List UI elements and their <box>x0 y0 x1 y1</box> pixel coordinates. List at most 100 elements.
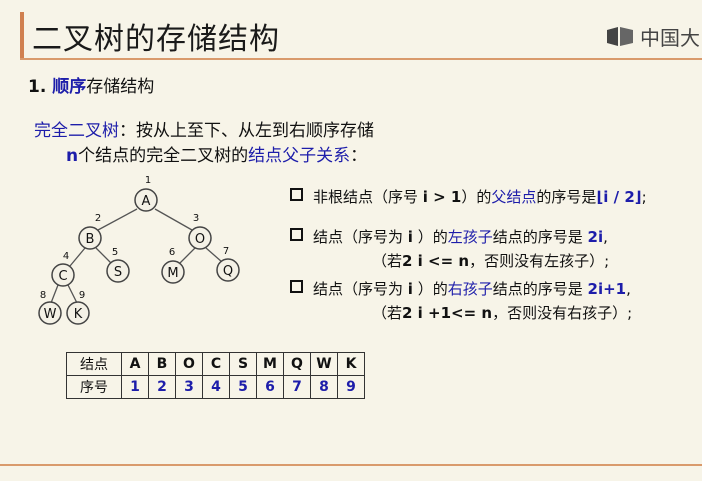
right-rule-condition: （若2 i +1<= n，否则没有右孩子）; <box>372 302 632 323</box>
intro-highlight: 完全二叉树 <box>34 121 119 141</box>
left-sub-cond: 2 i <= n <box>402 252 470 270</box>
table-cell: W <box>310 352 338 376</box>
tree-edge <box>97 208 138 231</box>
table-cell: Q <box>283 352 311 376</box>
tree-node-label: K <box>74 307 83 322</box>
right-rule-highlight: 右孩子 <box>447 280 493 298</box>
intro-line-1: 完全二叉树：按从上至下、从左到右顺序存储 <box>34 116 374 141</box>
tree-node: A 1 <box>134 175 158 212</box>
tree-node: M 6 <box>161 247 185 284</box>
table-cell: 5 <box>229 375 257 399</box>
table-cell: S <box>229 352 257 376</box>
parent-rule-prefix: 非根结点（序号 <box>313 188 423 206</box>
tree-edge <box>205 247 223 263</box>
parent-rule: 非根结点（序号 i > 1）的父结点的序号是⌊i / 2⌋; <box>290 186 647 207</box>
title-accent-bar <box>20 12 24 58</box>
bottom-divider <box>0 464 702 466</box>
tree-node-index: 6 <box>169 247 175 258</box>
right-sub-prefix: （若 <box>372 304 403 322</box>
table-row: 序号 1 2 3 4 5 6 7 8 9 <box>66 375 365 399</box>
table-cell: 8 <box>310 375 338 399</box>
tree-node-label: M <box>167 266 178 281</box>
right-rule-prefix: 结点（序号为 <box>313 280 408 298</box>
tree-node-index: 2 <box>95 213 101 224</box>
table-cell: 7 <box>283 375 311 399</box>
section-number: 1. <box>28 77 47 97</box>
tree-node-label: B <box>86 232 95 247</box>
tree-edge <box>95 247 112 264</box>
tree-edge <box>50 284 59 304</box>
tree-node-index: 3 <box>193 213 199 224</box>
left-rule-prefix: 结点（序号为 <box>313 228 408 246</box>
tree-node: K 9 <box>66 290 90 325</box>
intro-n: n <box>66 146 79 166</box>
parent-rule-suffix: 的序号是 <box>536 188 597 206</box>
right-rule-mid: ）的 <box>412 280 448 298</box>
table-cell: 9 <box>337 375 365 399</box>
left-rule-mid: ）的 <box>412 228 448 246</box>
table-cell: A <box>121 352 149 376</box>
table-cell: 6 <box>256 375 284 399</box>
left-rule-highlight: 左孩子 <box>447 228 493 246</box>
tree-edge <box>67 284 78 304</box>
left-sub-prefix: （若 <box>372 252 403 270</box>
table-row-header: 结点 <box>66 352 122 376</box>
brand-logo: 中国大 <box>606 22 700 51</box>
tree-node-index: 4 <box>63 251 69 262</box>
tree-node-index: 7 <box>223 246 229 257</box>
table-row-header: 序号 <box>66 375 122 399</box>
tree-node: W 8 <box>38 290 62 325</box>
intro-line-2-end: ： <box>350 146 368 166</box>
tree-edge <box>69 247 86 267</box>
section-heading: 1.顺序存储结构 <box>28 72 154 97</box>
parent-rule-formula: ⌊i / 2⌋ <box>596 188 642 206</box>
tree-node-index: 5 <box>112 247 118 258</box>
parent-rule-mid: ）的 <box>461 188 492 206</box>
title-area: 二叉树的存储结构 中国大 <box>0 0 702 60</box>
tree-node: Q 7 <box>216 246 240 282</box>
bullet-square-icon <box>290 280 303 293</box>
table-cell: M <box>256 352 284 376</box>
binary-tree-diagram: A 1 B 2 O 3 C 4 S 5 M 6 Q 7 W 8 K 9 <box>38 175 240 325</box>
tree-node-label: O <box>195 232 205 247</box>
table-cell: 2 <box>148 375 176 399</box>
intro-line-2-highlight: 结点父子关系 <box>248 146 351 166</box>
intro-line-2: n个结点的完全二叉树的结点父子关系： <box>66 141 367 166</box>
right-rule-var: i <box>407 280 413 298</box>
right-sub-cond: 2 i +1<= n <box>402 304 493 322</box>
page-title: 二叉树的存储结构 <box>32 22 280 57</box>
tree-node-index: 9 <box>79 290 85 301</box>
node-index-table: 结点 A B O C S M Q W K 序号 1 2 3 4 5 6 7 8 … <box>66 352 365 399</box>
logo-mark-icon <box>607 26 633 46</box>
tree-node-label: S <box>114 265 122 280</box>
tree-edge <box>154 208 193 231</box>
parent-rule-cond: i > 1 <box>422 188 462 206</box>
logo-text: 中国大 <box>640 26 700 50</box>
right-child-rule: 结点（序号为 i ）的右孩子结点的序号是 2i+1, （若2 i +1<= n，… <box>290 278 632 322</box>
left-rule-var: i <box>407 228 413 246</box>
tree-node-label: Q <box>223 264 233 279</box>
tree-node: O 3 <box>188 213 212 250</box>
tree-edge <box>179 247 196 264</box>
table-cell: 3 <box>175 375 203 399</box>
left-rule-formula: 2i <box>587 228 604 246</box>
tree-node: C 4 <box>51 251 75 287</box>
table-cell: O <box>175 352 203 376</box>
left-sub-suffix: ，否则没有左孩子）; <box>469 252 610 270</box>
tree-node: S 5 <box>106 247 130 283</box>
left-rule-condition: （若2 i <= n，否则没有左孩子）; <box>372 250 609 271</box>
left-rule-suffix: 结点的序号是 <box>492 228 588 246</box>
table-cell: K <box>337 352 365 376</box>
table-cell: C <box>202 352 230 376</box>
tree-node: B 2 <box>78 213 102 250</box>
section-highlight: 顺序 <box>52 77 87 97</box>
left-rule-end: , <box>603 228 608 246</box>
title-divider <box>20 58 702 60</box>
table-cell: 4 <box>202 375 230 399</box>
tree-node-label: A <box>142 194 151 209</box>
tree-node-index: 1 <box>145 175 151 186</box>
bullet-square-icon <box>290 228 303 241</box>
right-rule-suffix: 结点的序号是 <box>492 280 588 298</box>
tree-node-index: 8 <box>40 290 46 301</box>
parent-rule-highlight: 父结点 <box>491 188 537 206</box>
